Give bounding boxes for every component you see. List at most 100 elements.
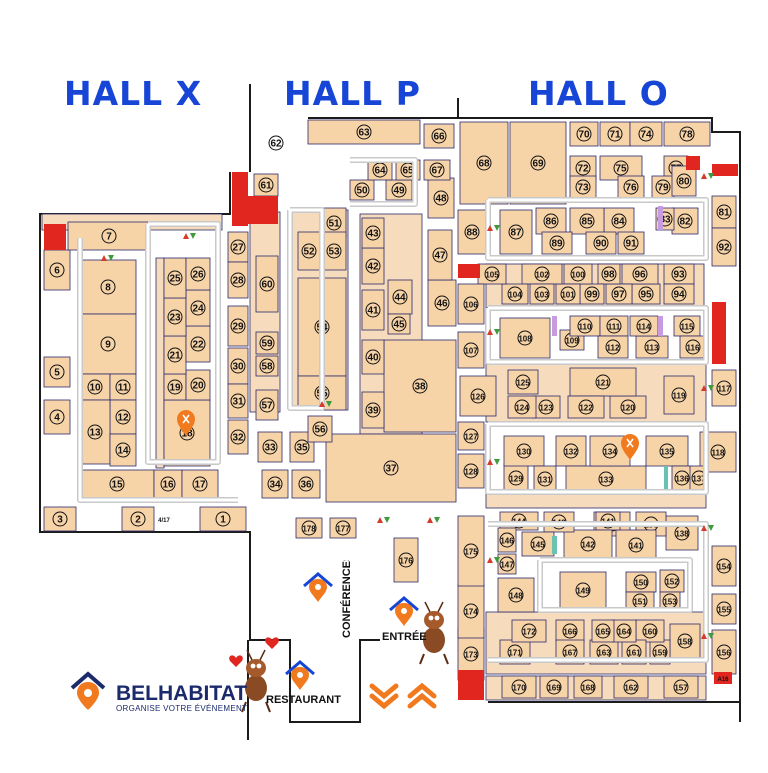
booth-43[interactable]: 43 xyxy=(365,225,381,241)
booth-70[interactable]: 70 xyxy=(576,126,592,142)
booth-3[interactable]: 3 xyxy=(52,511,68,527)
booth-97[interactable]: 97 xyxy=(611,286,627,302)
booth-152[interactable]: 152 xyxy=(664,573,680,589)
booth-145[interactable]: 145 xyxy=(530,536,546,552)
booth-103[interactable]: 103 xyxy=(534,286,550,302)
booth-148[interactable]: 148 xyxy=(508,587,524,603)
booth-66[interactable]: 66 xyxy=(431,128,447,144)
booth-72[interactable]: 72 xyxy=(575,160,591,176)
booth-71[interactable]: 71 xyxy=(607,126,623,142)
booth-98[interactable]: 98 xyxy=(601,266,617,282)
booth-56[interactable]: 56 xyxy=(312,421,328,437)
booth-120[interactable]: 120 xyxy=(620,399,636,415)
booth-121[interactable]: 121 xyxy=(595,374,611,390)
booth-49[interactable]: 49 xyxy=(391,182,407,198)
booth-47[interactable]: 47 xyxy=(432,247,448,263)
booth-61[interactable]: 61 xyxy=(258,177,274,193)
booth-158[interactable]: 158 xyxy=(677,633,693,649)
booth-136[interactable]: 136 xyxy=(674,470,690,486)
booth-131[interactable]: 131 xyxy=(537,471,553,487)
booth-162[interactable]: 162 xyxy=(623,679,639,695)
booth-20[interactable]: 20 xyxy=(190,377,206,393)
booth-24[interactable]: 24 xyxy=(190,300,206,316)
booth-57[interactable]: 57 xyxy=(259,397,275,413)
booth-132[interactable]: 132 xyxy=(563,443,579,459)
booth-154[interactable]: 154 xyxy=(716,558,732,574)
booth-26[interactable]: 26 xyxy=(190,266,206,282)
booth-168[interactable]: 168 xyxy=(580,679,596,695)
booth-82[interactable]: 82 xyxy=(677,213,693,229)
booth-64[interactable]: 64 xyxy=(372,162,388,178)
booth-165[interactable]: 165 xyxy=(595,623,611,639)
booth-157[interactable]: 157 xyxy=(673,679,689,695)
booth-92[interactable]: 92 xyxy=(716,239,732,255)
booth-8[interactable]: 8 xyxy=(100,279,116,295)
booth-91[interactable]: 91 xyxy=(623,235,639,251)
booth-88[interactable]: 88 xyxy=(464,224,480,240)
booth-172[interactable]: 172 xyxy=(521,623,537,639)
booth-22[interactable]: 22 xyxy=(190,336,206,352)
booth-105[interactable]: 105 xyxy=(484,266,500,282)
booth-142[interactable]: 142 xyxy=(580,536,596,552)
booth-169[interactable]: 169 xyxy=(546,679,562,695)
booth-127[interactable]: 127 xyxy=(463,428,479,444)
booth-146[interactable]: 146 xyxy=(499,532,515,548)
booth-4[interactable]: 4 xyxy=(49,409,65,425)
booth-28[interactable]: 28 xyxy=(230,272,246,288)
booth-80[interactable]: 80 xyxy=(676,173,692,189)
booth-73[interactable]: 73 xyxy=(575,179,591,195)
booth-9[interactable]: 9 xyxy=(100,336,116,352)
booth-89[interactable]: 89 xyxy=(549,235,565,251)
booth-40[interactable]: 40 xyxy=(365,349,381,365)
booth-119[interactable]: 119 xyxy=(671,387,687,403)
booth-112[interactable]: 112 xyxy=(605,339,621,355)
booth-79[interactable]: 79 xyxy=(655,179,671,195)
booth-44[interactable]: 44 xyxy=(392,289,408,305)
booth-39[interactable]: 39 xyxy=(365,402,381,418)
booth-147[interactable]: 147 xyxy=(499,556,515,572)
booth-149[interactable]: 149 xyxy=(575,582,591,598)
booth-81[interactable]: 81 xyxy=(716,204,732,220)
booth-177[interactable]: 177 xyxy=(335,520,351,536)
booth-62[interactable]: 62 xyxy=(268,135,284,151)
booth-33[interactable]: 33 xyxy=(262,439,278,455)
booth-141[interactable]: 141 xyxy=(628,537,644,553)
booth-160[interactable]: 160 xyxy=(642,623,658,639)
booth-106[interactable]: 106 xyxy=(463,296,479,312)
booth-14[interactable]: 14 xyxy=(115,442,131,458)
booth-5[interactable]: 5 xyxy=(49,364,65,380)
booth-53[interactable]: 53 xyxy=(326,243,342,259)
booth-174[interactable]: 174 xyxy=(463,603,479,619)
booth-126[interactable]: 126 xyxy=(470,388,486,404)
booth-41[interactable]: 41 xyxy=(365,302,381,318)
booth-135[interactable]: 135 xyxy=(659,443,675,459)
booth-23[interactable]: 23 xyxy=(167,309,183,325)
booth-31[interactable]: 31 xyxy=(230,393,246,409)
booth-50[interactable]: 50 xyxy=(354,182,370,198)
booth-108[interactable]: 108 xyxy=(517,330,533,346)
booth-96[interactable]: 96 xyxy=(632,266,648,282)
booth-1[interactable]: 1 xyxy=(215,511,231,527)
booth-17[interactable]: 17 xyxy=(192,476,208,492)
booth-67[interactable]: 67 xyxy=(429,162,445,178)
booth-110[interactable]: 110 xyxy=(577,318,593,334)
booth-117[interactable]: 117 xyxy=(716,380,732,396)
booth-30[interactable]: 30 xyxy=(230,358,246,374)
booth-100[interactable]: 100 xyxy=(570,266,586,282)
booth-114[interactable]: 114 xyxy=(636,318,652,334)
booth-90[interactable]: 90 xyxy=(593,235,609,251)
booth-102[interactable]: 102 xyxy=(534,266,550,282)
booth-27[interactable]: 27 xyxy=(230,239,246,255)
booth-86[interactable]: 86 xyxy=(543,213,559,229)
booth-128[interactable]: 128 xyxy=(463,463,479,479)
booth-12[interactable]: 12 xyxy=(115,409,131,425)
booth-11[interactable]: 11 xyxy=(115,379,131,395)
booth-95[interactable]: 95 xyxy=(638,286,654,302)
booth-29[interactable]: 29 xyxy=(230,318,246,334)
booth-75[interactable]: 75 xyxy=(613,160,629,176)
booth-111[interactable]: 111 xyxy=(606,318,622,334)
booth-46[interactable]: 46 xyxy=(434,295,450,311)
booth-63[interactable]: 63 xyxy=(356,124,372,140)
booth-38[interactable]: 38 xyxy=(412,378,428,394)
booth-166[interactable]: 166 xyxy=(562,623,578,639)
